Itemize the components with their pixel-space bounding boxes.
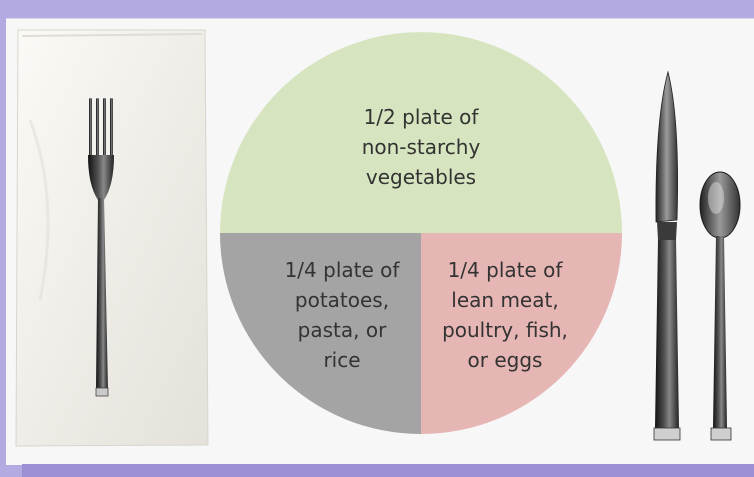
starch-label: 1/4 plate of potatoes, pasta, or rice bbox=[272, 255, 412, 375]
protein-label: 1/4 plate of lean meat, poultry, fish, o… bbox=[432, 255, 578, 375]
napkin-image bbox=[16, 30, 208, 446]
spoon-icon bbox=[700, 172, 740, 440]
vegetables-label: 1/2 plate of non-starchy vegetables bbox=[320, 102, 522, 192]
knife-icon bbox=[654, 72, 680, 440]
